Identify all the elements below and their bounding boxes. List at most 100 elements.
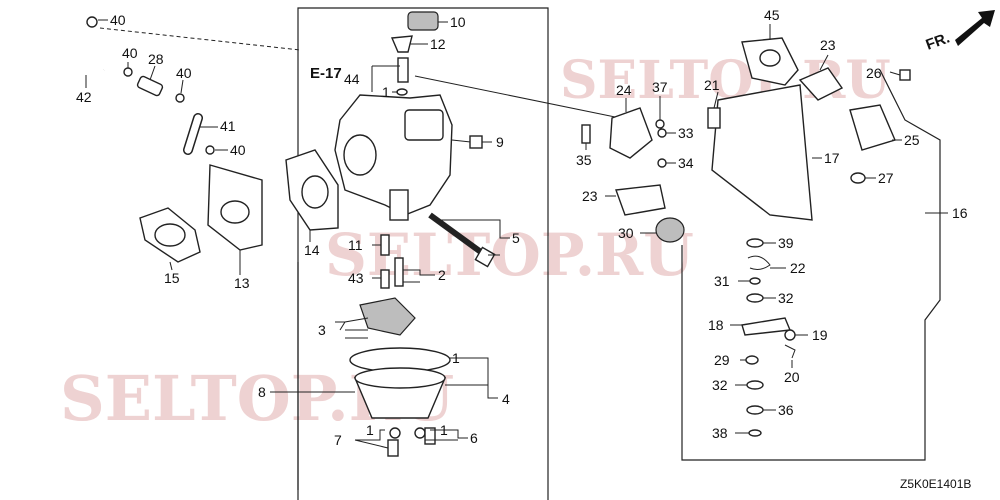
reference-label: E-17 (310, 65, 342, 82)
washer-39 (746, 238, 764, 248)
nut-26 (899, 69, 911, 81)
callout-34: 34 (678, 155, 694, 171)
callout-23: 23 (820, 37, 836, 53)
float-chamber-rim (354, 367, 446, 389)
callout-32: 32 (778, 290, 794, 306)
cap-10 (407, 11, 439, 31)
washer-36 (746, 405, 764, 415)
drain-screw-7 (387, 439, 399, 457)
callout-16: 16 (952, 205, 968, 221)
callout-15: 15 (164, 270, 180, 286)
carburetor-top-block (404, 109, 444, 141)
callout-39: 39 (778, 235, 794, 251)
callout-42: 42 (76, 89, 92, 105)
clip-40-c (205, 145, 215, 155)
screw-9 (469, 135, 483, 149)
callout-14: 14 (304, 242, 320, 258)
breather-24 (609, 107, 653, 159)
callout-7: 7 (334, 432, 342, 448)
callout-22: 22 (790, 260, 806, 276)
callout-10: 10 (450, 14, 466, 30)
gasket-23-top (798, 67, 844, 101)
callout-1: 1 (452, 350, 460, 366)
callout-38: 38 (712, 425, 728, 441)
callout-28: 28 (148, 51, 164, 67)
callout-33: 33 (678, 125, 694, 141)
callout-6: 6 (470, 430, 478, 446)
jet-2 (394, 257, 404, 287)
callout-1: 1 (382, 84, 390, 100)
seal-30 (655, 217, 685, 243)
washer-1-drain (389, 427, 401, 439)
leader-44-24 (414, 75, 621, 119)
callout-21: 21 (704, 77, 720, 93)
callout-37: 37 (652, 79, 668, 95)
control-group-frame (681, 69, 941, 461)
leader-dashed (99, 27, 301, 51)
callout-31: 31 (714, 273, 730, 289)
float-3 (359, 297, 416, 336)
bolt-19 (784, 329, 796, 341)
front-arrow-icon (955, 10, 995, 46)
carburetor-group-frame (297, 7, 549, 500)
callout-23: 23 (582, 188, 598, 204)
callout-25: 25 (904, 132, 920, 148)
callout-43: 43 (348, 270, 364, 286)
callout-8: 8 (258, 384, 266, 400)
washer-1-top (396, 88, 408, 96)
pilot-screw-cap (474, 246, 496, 268)
callout-40: 40 (122, 45, 138, 61)
diagram-code: Z5K0E1401B (900, 477, 971, 491)
gasket-23-lower (615, 184, 666, 216)
nut-34 (657, 158, 667, 168)
bracket-13-hole (220, 200, 250, 224)
control-base-17 (711, 84, 813, 221)
callout-40: 40 (110, 12, 126, 28)
clip-40-top (86, 16, 98, 28)
callout-32: 32 (712, 377, 728, 393)
callout-29: 29 (714, 352, 730, 368)
gasket-45-hole (759, 49, 781, 67)
clip-40-b (175, 93, 185, 103)
callout-1: 1 (440, 422, 448, 438)
pilot-screw-5 (428, 212, 487, 258)
bolt-6 (424, 427, 436, 445)
callout-5: 5 (512, 230, 520, 246)
direction-label: FR. (924, 30, 953, 54)
callout-30: 30 (618, 225, 634, 241)
callout-41: 41 (220, 118, 236, 134)
insulator-15-hole (154, 223, 186, 247)
leader-lines (85, 19, 948, 449)
callout-18: 18 (708, 317, 724, 333)
callout-9: 9 (496, 134, 504, 150)
lever-21 (707, 107, 721, 129)
callout-27: 27 (878, 170, 894, 186)
joint-28 (136, 75, 164, 97)
callout-11: 11 (348, 237, 363, 253)
spring-22 (747, 255, 771, 270)
clip-31 (749, 277, 761, 285)
carburetor-post (389, 189, 409, 221)
callout-24: 24 (616, 82, 632, 98)
nut-29 (745, 355, 759, 365)
callout-36: 36 (778, 402, 794, 418)
callout-13: 13 (234, 275, 250, 291)
clip-12 (390, 35, 413, 53)
washer-32-a (746, 293, 764, 303)
bolt-35 (581, 124, 591, 144)
spring-25 (849, 104, 896, 151)
callout-17: 17 (824, 150, 840, 166)
callout-12: 12 (430, 36, 446, 52)
callout-45: 45 (764, 7, 780, 23)
callout-44: 44 (344, 71, 360, 87)
lever-18 (741, 317, 792, 336)
callout-40: 40 (176, 65, 192, 81)
callout-40: 40 (230, 142, 246, 158)
washer-1-bolt (414, 427, 426, 439)
carburetor-bore (343, 134, 377, 176)
jet-43 (380, 269, 390, 289)
callout-4: 4 (502, 391, 510, 407)
washer-33 (657, 128, 667, 138)
nut-38 (748, 429, 762, 437)
